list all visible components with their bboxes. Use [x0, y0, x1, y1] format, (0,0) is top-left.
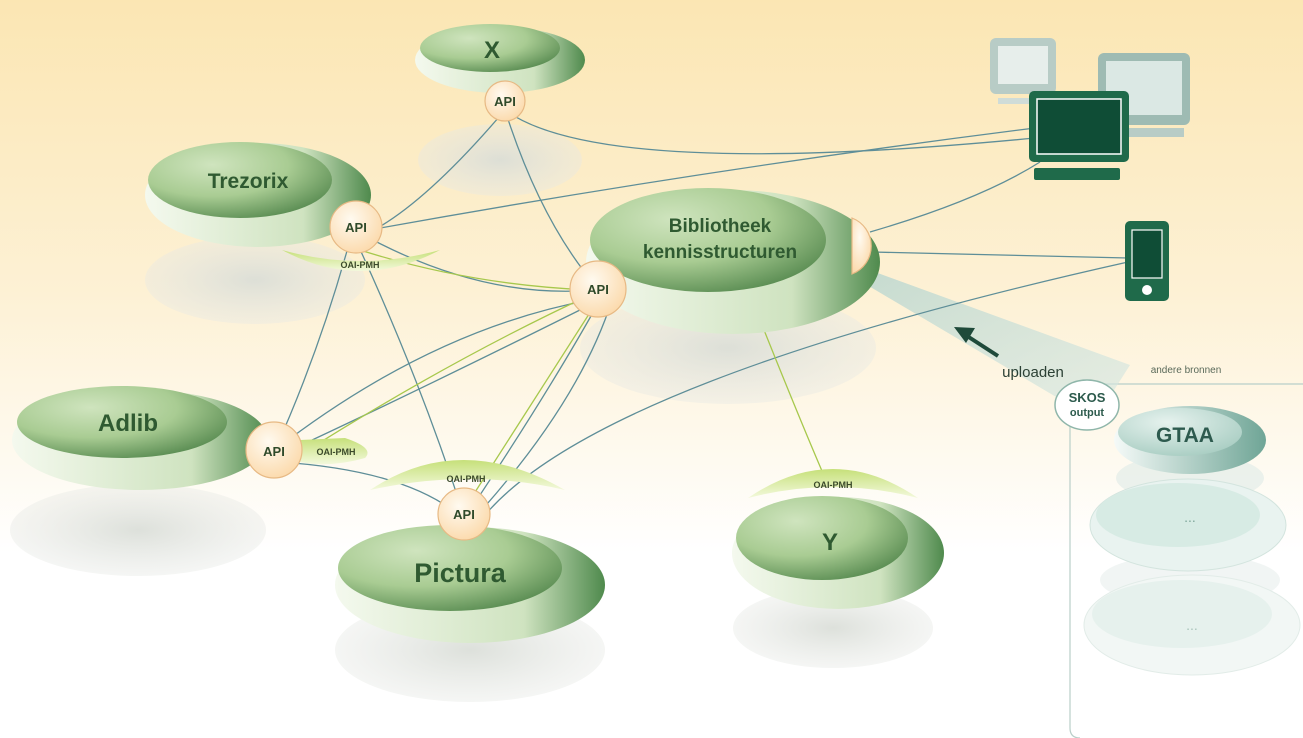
svg-text:API: API — [453, 507, 475, 522]
node-adlib[interactable]: Adlib — [12, 386, 268, 490]
upload-arrow-icon — [954, 327, 1000, 358]
node-other-1-label: ... — [1184, 509, 1196, 525]
skos-label-2: output — [1070, 407, 1105, 419]
node-trezorix-shadow — [145, 236, 365, 324]
node-gtaa-label: GTAA — [1156, 424, 1214, 447]
uploaden-label: uploaden — [1002, 364, 1064, 381]
svg-text:API: API — [587, 282, 609, 297]
desktop-monitor-icon — [990, 38, 1056, 104]
skos-output[interactable]: SKOS output — [1054, 379, 1120, 431]
svg-text:API: API — [263, 444, 285, 459]
node-bibliotheek-label-1: Bibliotheek — [669, 216, 772, 237]
node-x-shadow — [418, 124, 582, 196]
svg-text:API: API — [494, 94, 516, 109]
node-pictura-label: Pictura — [414, 558, 507, 588]
node-pictura[interactable]: Pictura — [335, 525, 605, 643]
desktop-monitor-icon — [1029, 91, 1129, 180]
oai-pmh-y: OAI-PMH — [748, 469, 918, 498]
node-y-label: Y — [822, 529, 838, 556]
node-adlib-label: Adlib — [98, 410, 158, 437]
node-trezorix[interactable]: Trezorix — [145, 142, 371, 247]
node-other-2[interactable]: ... — [1083, 574, 1301, 676]
node-adlib-shadow — [10, 484, 266, 576]
upload-beam — [862, 272, 1130, 420]
node-other-2-label: ... — [1186, 617, 1198, 633]
node-x[interactable]: X — [415, 24, 585, 93]
oai-pmh-pictura: OAI-PMH — [370, 460, 565, 490]
skos-label-1: SKOS — [1069, 390, 1106, 405]
smartphone-icon — [1125, 221, 1169, 301]
api-trezorix[interactable]: API — [329, 200, 383, 254]
oai-pmh-trezorix: OAI-PMH — [282, 250, 440, 271]
node-y-shadow — [733, 588, 933, 668]
svg-text:OAI-PMH: OAI-PMH — [447, 474, 486, 484]
svg-text:OAI-PMH: OAI-PMH — [814, 480, 853, 490]
node-bibliotheek-label-2: kennisstructuren — [643, 242, 797, 263]
api-central[interactable]: API — [569, 260, 627, 318]
node-bibliotheek[interactable]: Bibliotheek kennisstructuren — [586, 188, 880, 334]
svg-text:OAI-PMH: OAI-PMH — [317, 447, 356, 457]
api-x[interactable]: API — [484, 80, 526, 122]
api-adlib[interactable]: API — [245, 421, 303, 479]
node-x-label: X — [484, 37, 500, 64]
api-pictura[interactable]: API — [437, 487, 491, 541]
andere-bronnen-label: andere bronnen — [1151, 365, 1222, 376]
api-bibliotheek[interactable] — [851, 217, 872, 275]
node-trezorix-label: Trezorix — [208, 170, 289, 193]
svg-text:OAI-PMH: OAI-PMH — [341, 260, 380, 270]
node-y[interactable]: Y — [732, 496, 944, 609]
oai-pmh-adlib: OAI-PMH — [300, 438, 368, 465]
svg-text:API: API — [345, 220, 367, 235]
